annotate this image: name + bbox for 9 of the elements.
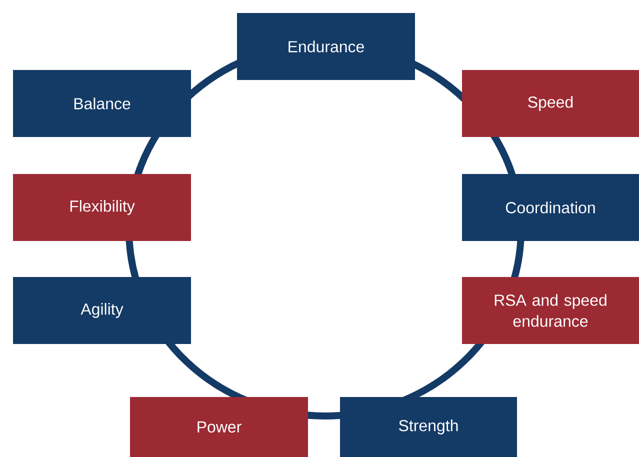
label-box: Speed [462, 70, 639, 137]
label-box: Flexibility [13, 174, 191, 241]
label-box: Agility [13, 277, 191, 344]
label-box: Coordination [462, 174, 639, 241]
label-box: RSA and speed endurance [462, 277, 639, 344]
label-box: Power [130, 397, 308, 457]
label-box: Endurance [237, 13, 415, 80]
label-box: Balance [13, 70, 191, 137]
label-box: Strength [340, 397, 517, 457]
